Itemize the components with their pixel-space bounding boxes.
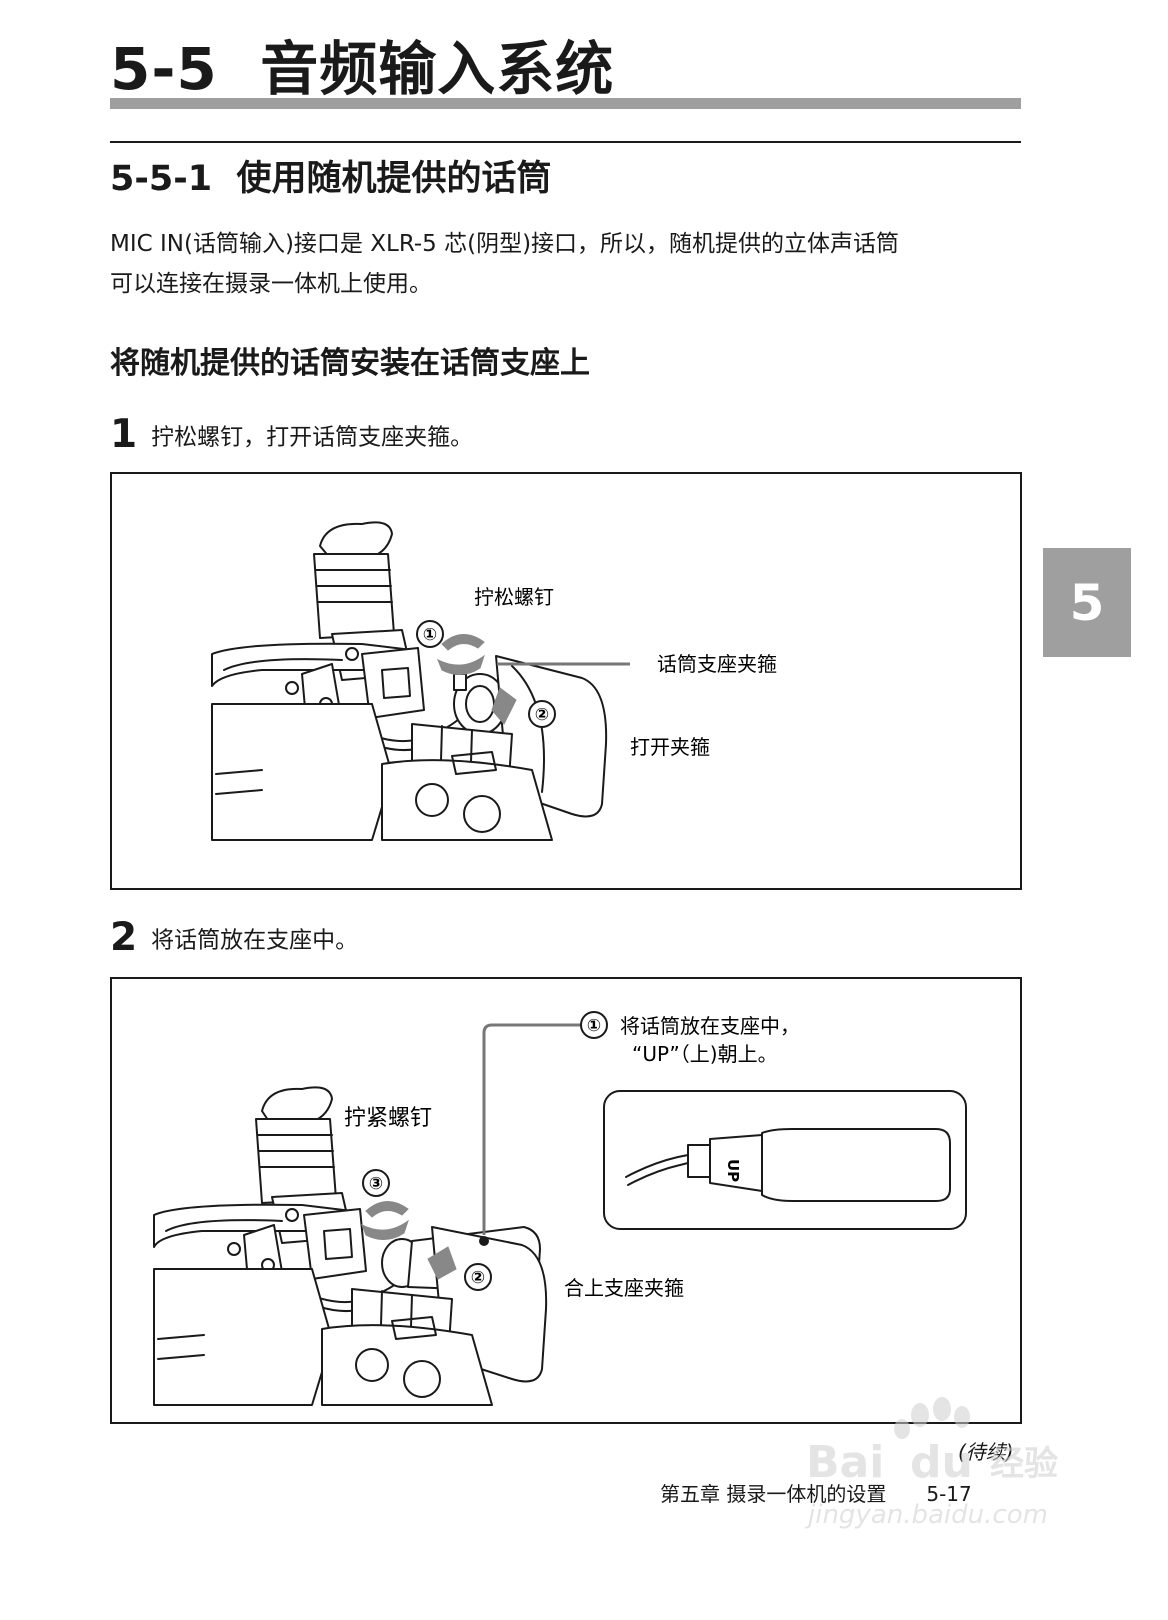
step-2-number: 2 (110, 915, 138, 960)
fig1-label-mic-holder-clamp: 话筒支座夹箍 (657, 652, 777, 676)
chapter-title: 5-5 音频输入系统 (110, 22, 614, 106)
watermark-url: jingyan.baidu.com (805, 1500, 1048, 1530)
fig1-callout-1: ① (423, 625, 437, 645)
figure-step-2: UP ① ② ③ 将话筒放在支座中， “UP”（上)朝上。 拧紧螺钉 合上支座夹… (110, 977, 1022, 1424)
fig2-label-tighten-screw: 拧紧螺钉 (344, 1106, 432, 1131)
step-1-number: 1 (110, 412, 138, 457)
procedure-heading: 将随机提供的话筒安装在话筒支座上 (110, 346, 590, 381)
fig2-callout-2: ② (471, 1268, 485, 1288)
camera-illustration-step-1: ① ② 拧松螺钉 话筒支座夹箍 打开夹箍 (211, 521, 777, 841)
baidu-paw-logo: Bai du 经验 jingyan.baidu.com (805, 1397, 1058, 1530)
footer-chapter-label: 第五章 摄录一体机的设置 (660, 1482, 887, 1506)
section-divider (110, 141, 1021, 143)
fig1-label-loosen-screw: 拧松螺钉 (474, 585, 554, 609)
watermark-brand: Bai (806, 1437, 884, 1488)
chapter-side-tab: 5 (1043, 548, 1131, 657)
intro-paragraph: MIC IN(话筒输入)接口是 XLR-5 芯(阴型)接口，所以，随机提供的立体… (110, 224, 1030, 304)
chapter-title-rule (110, 98, 1021, 109)
chapter-name: 音频输入系统 (260, 35, 615, 103)
continued-note: (待续) (958, 1440, 1014, 1464)
watermark-suffix: 经验 (990, 1444, 1058, 1484)
figure-step-1: ① ② 拧松螺钉 话筒支座夹箍 打开夹箍 (110, 472, 1022, 890)
section-number: 5-5-1 (110, 159, 213, 199)
fig1-callout-2: ② (535, 705, 549, 725)
mic-up-marking: UP (724, 1159, 742, 1182)
section-title: 5-5-1 使用随机提供的话筒 (110, 150, 552, 201)
fig2-callout-1: ① (587, 1016, 601, 1036)
fig2-label-place-line-2: “UP”（上)朝上。 (632, 1042, 778, 1066)
page-footer: 第五章 摄录一体机的设置 5-17 (660, 1478, 972, 1507)
chapter-number: 5-5 (110, 35, 218, 103)
step-2: 2 将话筒放在支座中。 (110, 915, 358, 960)
baidu-watermark: Bai du 经验 jingyan.baidu.com (800, 1395, 1080, 1535)
fig2-callout-3: ③ (369, 1174, 383, 1194)
step-1: 1 拧松螺钉，打开话筒支座夹箍。 (110, 412, 473, 457)
intro-line-1: MIC IN(话筒输入)接口是 XLR-5 芯(阴型)接口，所以，随机提供的立体… (110, 231, 900, 257)
step-2-text: 将话筒放在支座中。 (151, 927, 359, 954)
section-name: 使用随机提供的话筒 (236, 159, 552, 199)
fig2-label-place-line-1: 将话筒放在支座中， (620, 1014, 800, 1038)
intro-line-2: 可以连接在摄录一体机上使用。 (110, 271, 432, 297)
camera-illustration-step-2: UP ① ② ③ 将话筒放在支座中， “UP”（上)朝上。 拧紧螺钉 合上支座夹… (153, 1011, 967, 1406)
step-1-text: 拧松螺钉，打开话筒支座夹箍。 (151, 424, 474, 451)
fig2-label-close-clamp: 合上支座夹箍 (564, 1276, 684, 1300)
watermark-brand-2: du (910, 1437, 973, 1488)
fig1-label-open-clamp: 打开夹箍 (630, 735, 710, 759)
page-number: 5-17 (926, 1482, 972, 1506)
